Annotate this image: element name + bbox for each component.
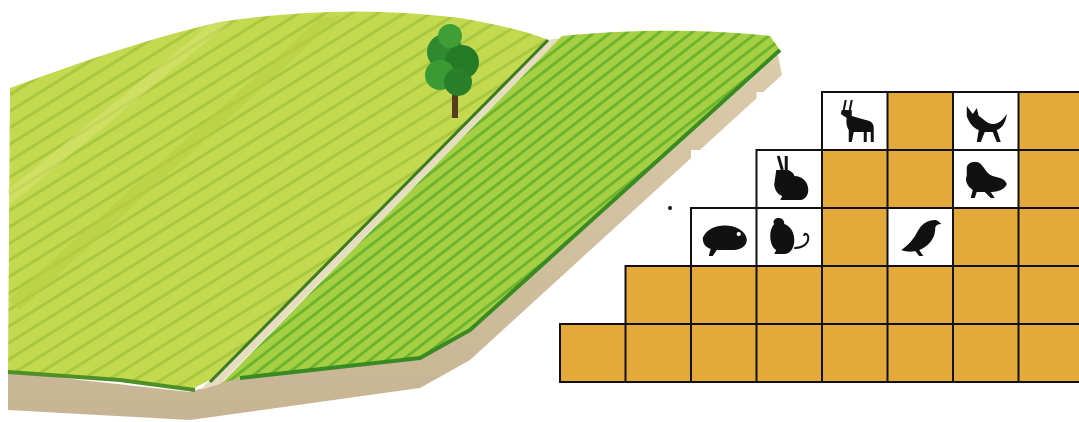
grid-cell-filled bbox=[755, 323, 823, 383]
grid-cell-filled bbox=[821, 149, 889, 209]
grid-cell-filled bbox=[886, 323, 954, 383]
field-landscape bbox=[7, 11, 782, 420]
field-mark bbox=[668, 206, 672, 210]
left-field-strip bbox=[8, 22, 230, 205]
right-field bbox=[222, 30, 780, 384]
grid-cell-filled bbox=[690, 323, 758, 383]
grid-cell-filled bbox=[952, 265, 1020, 325]
grid-cell-filled bbox=[886, 149, 954, 209]
left-field bbox=[8, 11, 548, 390]
grid-cell-filled bbox=[1017, 323, 1079, 383]
antelope-icon bbox=[840, 99, 874, 142]
grid-cell-filled bbox=[821, 207, 889, 267]
grid-cell-filled bbox=[624, 265, 692, 325]
grid-cell-filled bbox=[1017, 265, 1079, 325]
grid-cell-filled bbox=[952, 323, 1020, 383]
grid-cell-filled bbox=[821, 265, 889, 325]
grid-cell-filled bbox=[886, 91, 954, 151]
mole-icon bbox=[702, 225, 747, 256]
furrow-edge bbox=[208, 38, 550, 384]
hare-icon bbox=[774, 155, 809, 200]
grid-cell-fox bbox=[952, 91, 1020, 151]
tree bbox=[425, 24, 479, 118]
grid-cell-filled bbox=[1017, 149, 1079, 209]
grid-cell-filled bbox=[690, 265, 758, 325]
soil-base bbox=[8, 55, 782, 420]
fox-icon bbox=[966, 106, 1007, 142]
grid-cell-filled bbox=[624, 323, 692, 383]
grid-cell-filled bbox=[952, 207, 1020, 267]
grid-cell-filled bbox=[821, 323, 889, 383]
weasel-icon bbox=[966, 161, 1007, 198]
mouse-icon bbox=[770, 218, 810, 254]
grid-cell-filled bbox=[1017, 207, 1079, 267]
bird-icon bbox=[901, 220, 942, 256]
left-field-edge bbox=[7, 370, 196, 392]
left-field-strip bbox=[8, 16, 340, 310]
grid-cell-filled bbox=[1017, 91, 1079, 151]
grid-cell-empty bbox=[691, 150, 757, 208]
grid-cell-filled bbox=[755, 265, 823, 325]
grid-cell-empty bbox=[756, 92, 822, 150]
grid-cell-filled bbox=[559, 323, 627, 383]
grid-cell-filled bbox=[886, 265, 954, 325]
right-field-edge bbox=[239, 48, 782, 380]
animal-grid bbox=[559, 91, 1079, 383]
